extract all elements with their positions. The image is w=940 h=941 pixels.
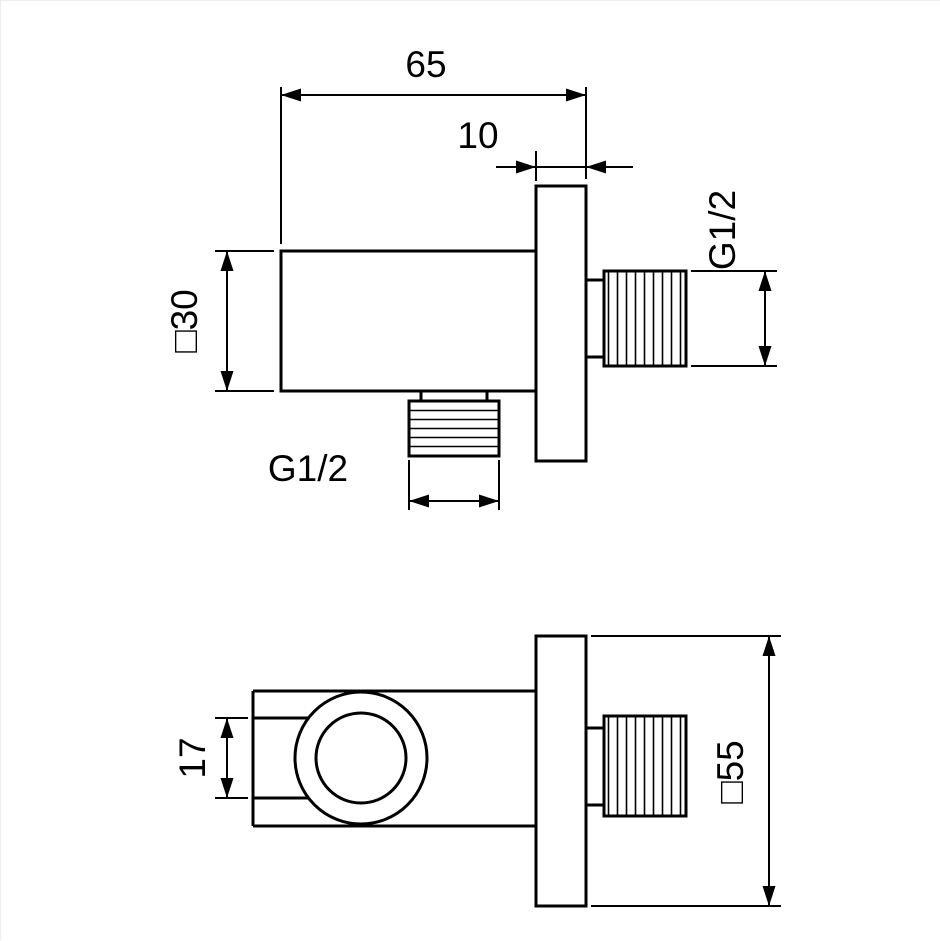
dim-label-plate-square: □55 xyxy=(710,740,751,804)
dim-wall-thread: G1/2 xyxy=(691,190,777,367)
escutcheon-plate xyxy=(534,634,588,908)
dim-plate-square: □55 xyxy=(591,635,781,907)
outlet-thread xyxy=(407,399,501,458)
wall-thread-neck xyxy=(584,278,606,359)
front-view xyxy=(251,634,688,908)
dim-label-holder-height: 17 xyxy=(172,737,213,778)
dim-label-wall-thread: G1/2 xyxy=(702,190,743,270)
front-thread-neck xyxy=(584,726,606,807)
dim-label-plate-thickness: 10 xyxy=(457,115,498,156)
dim-label-body-square: □30 xyxy=(164,289,205,353)
front-wall-thread xyxy=(602,714,688,818)
dim-body-square: □30 xyxy=(164,250,274,392)
holder-ring-inner xyxy=(314,711,408,805)
dim-holder-height: 17 xyxy=(172,717,248,799)
dim-outlet-thread: G1/2 xyxy=(268,448,500,510)
dim-label-total-depth: 65 xyxy=(405,44,446,85)
wall-thread xyxy=(602,269,688,368)
side-view xyxy=(279,184,688,463)
dim-label-outlet-thread: G1/2 xyxy=(268,448,348,489)
dim-plate-thickness: 10 xyxy=(457,115,633,181)
wall-plate xyxy=(534,184,588,463)
valve-body xyxy=(279,249,538,393)
